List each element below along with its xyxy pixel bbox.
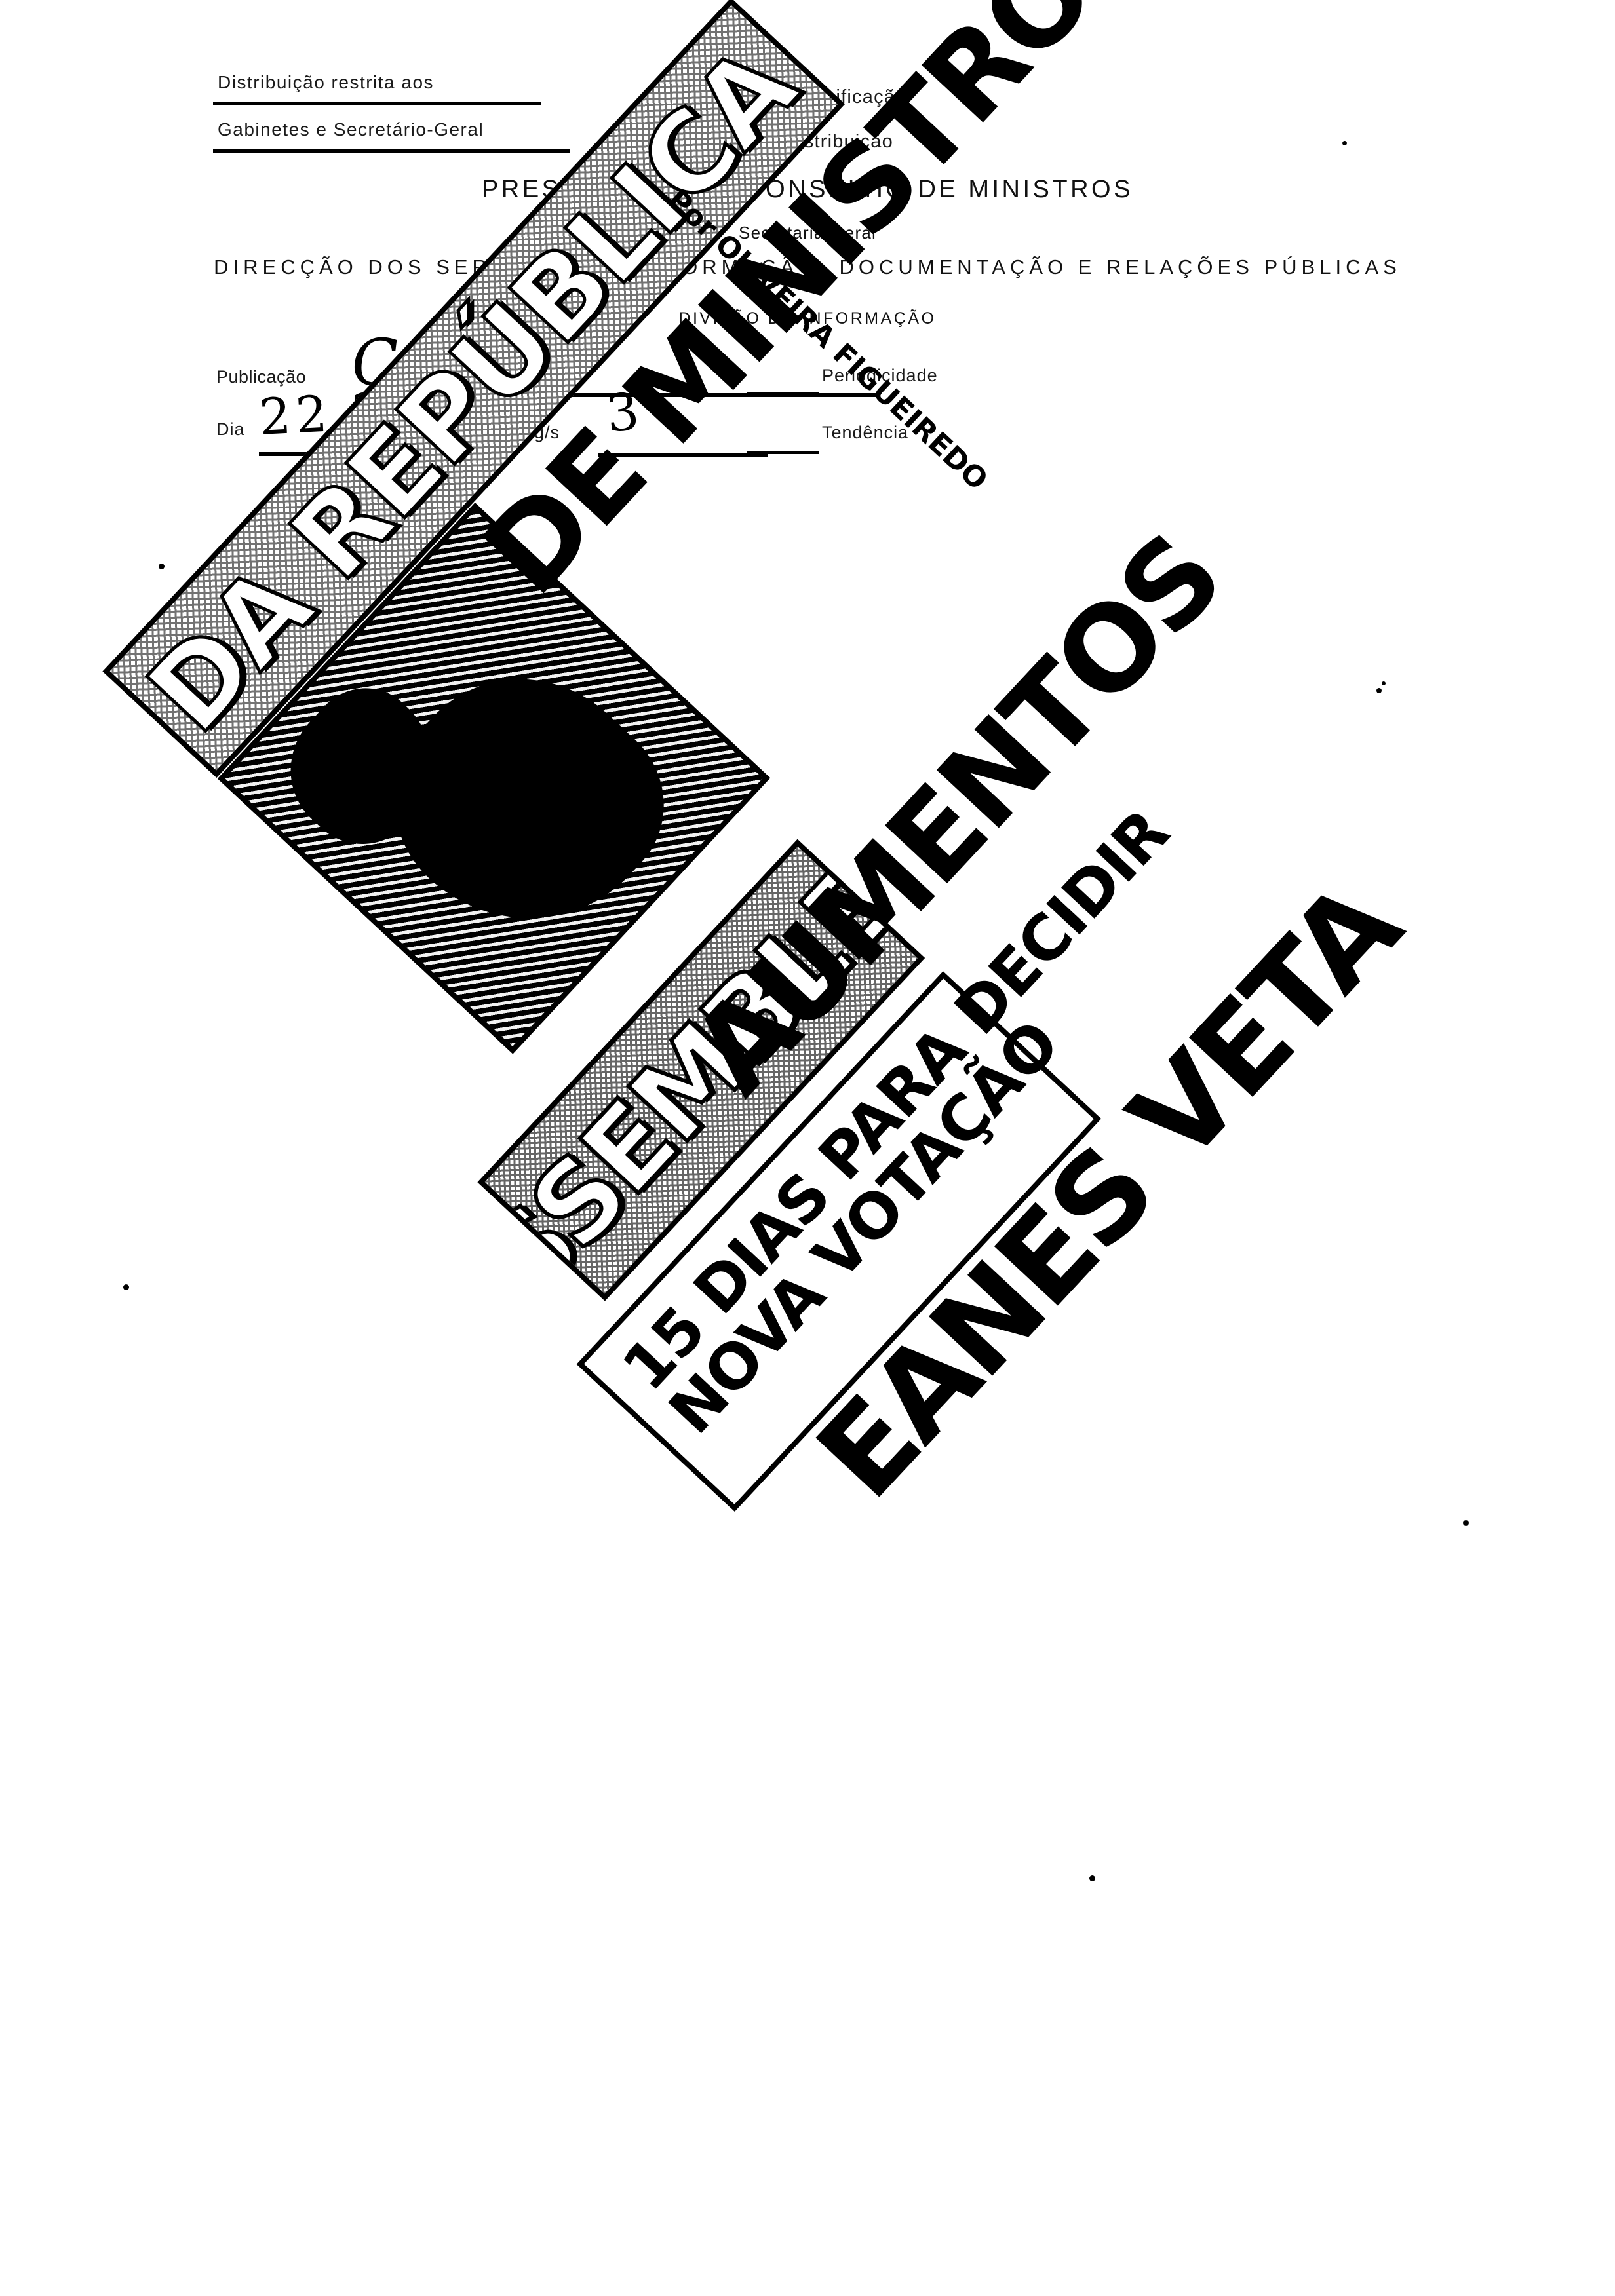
subheadline-line2: NOVA VOTAÇÃO [655,1008,1073,1448]
scan-speckle [1342,141,1347,145]
dia-underline [259,452,495,456]
subheadline-box: 15 DIAS PARA DECIDIR NOVA VOTAÇÃO [576,797,1183,1512]
periodicidade-label: Periodicidade [822,366,938,385]
tendencia-underline [747,451,819,454]
dia-value[interactable]: 22.2.85 [258,376,483,446]
headline-eanes-veta: EANES VETA [790,858,1426,1525]
scan-speckle [1089,1875,1095,1881]
pags-label: Pág/s [511,423,560,442]
organization-department: DIRECÇÃO DOS SERVIÇOS DE INFORMAÇÃO, DOC… [214,256,1401,278]
pags-underline [598,453,768,457]
subheadline-line1: 15 DIAS PARA DECIDIR [609,797,1183,1405]
distribuicao-label: Distribuição [785,131,893,152]
headline-aumentos: AUMENTOS [665,510,1247,1119]
distribution-note-line2: Gabinetes e Secretário-Geral [218,119,484,140]
tendencia-label: Tendência [822,423,909,442]
scan-speckle [159,564,165,569]
classificacao-label: Classificação [785,86,907,107]
assembleia-band-halftone [484,846,918,1294]
photo-halftone-texture [225,510,763,1047]
scan-speckle [1376,688,1382,693]
assembleia-band-text: ASSEMBLEIA [477,839,925,1301]
dia-label: Dia [216,419,245,439]
photo-dark-shape-secondary [262,665,466,870]
organization-division: DIVISÃO DE INFORMAÇÃO [678,309,937,328]
distribution-note-underline-2 [213,149,570,153]
assembleia-band: ASSEMBLEIA [477,839,925,1301]
scan-speckle [1382,681,1386,685]
photo-dark-shape [350,628,700,977]
distribution-note-line1: Distribuição restrita aos [218,72,435,92]
publicacao-label: Publicação [216,367,307,387]
distribution-note-underline-1 [213,102,541,105]
scan-speckle [123,1284,129,1290]
organization-subtitle: Secretaria-Geral [739,223,876,242]
clipping-photo [217,503,771,1054]
periodicidade-underline [747,392,819,395]
organization-title: PRESIDÊNCIA DO CONSELHO DE MINISTROS [482,176,1133,203]
scan-speckle [1463,1520,1469,1526]
pags-value[interactable]: 3 [603,382,642,444]
